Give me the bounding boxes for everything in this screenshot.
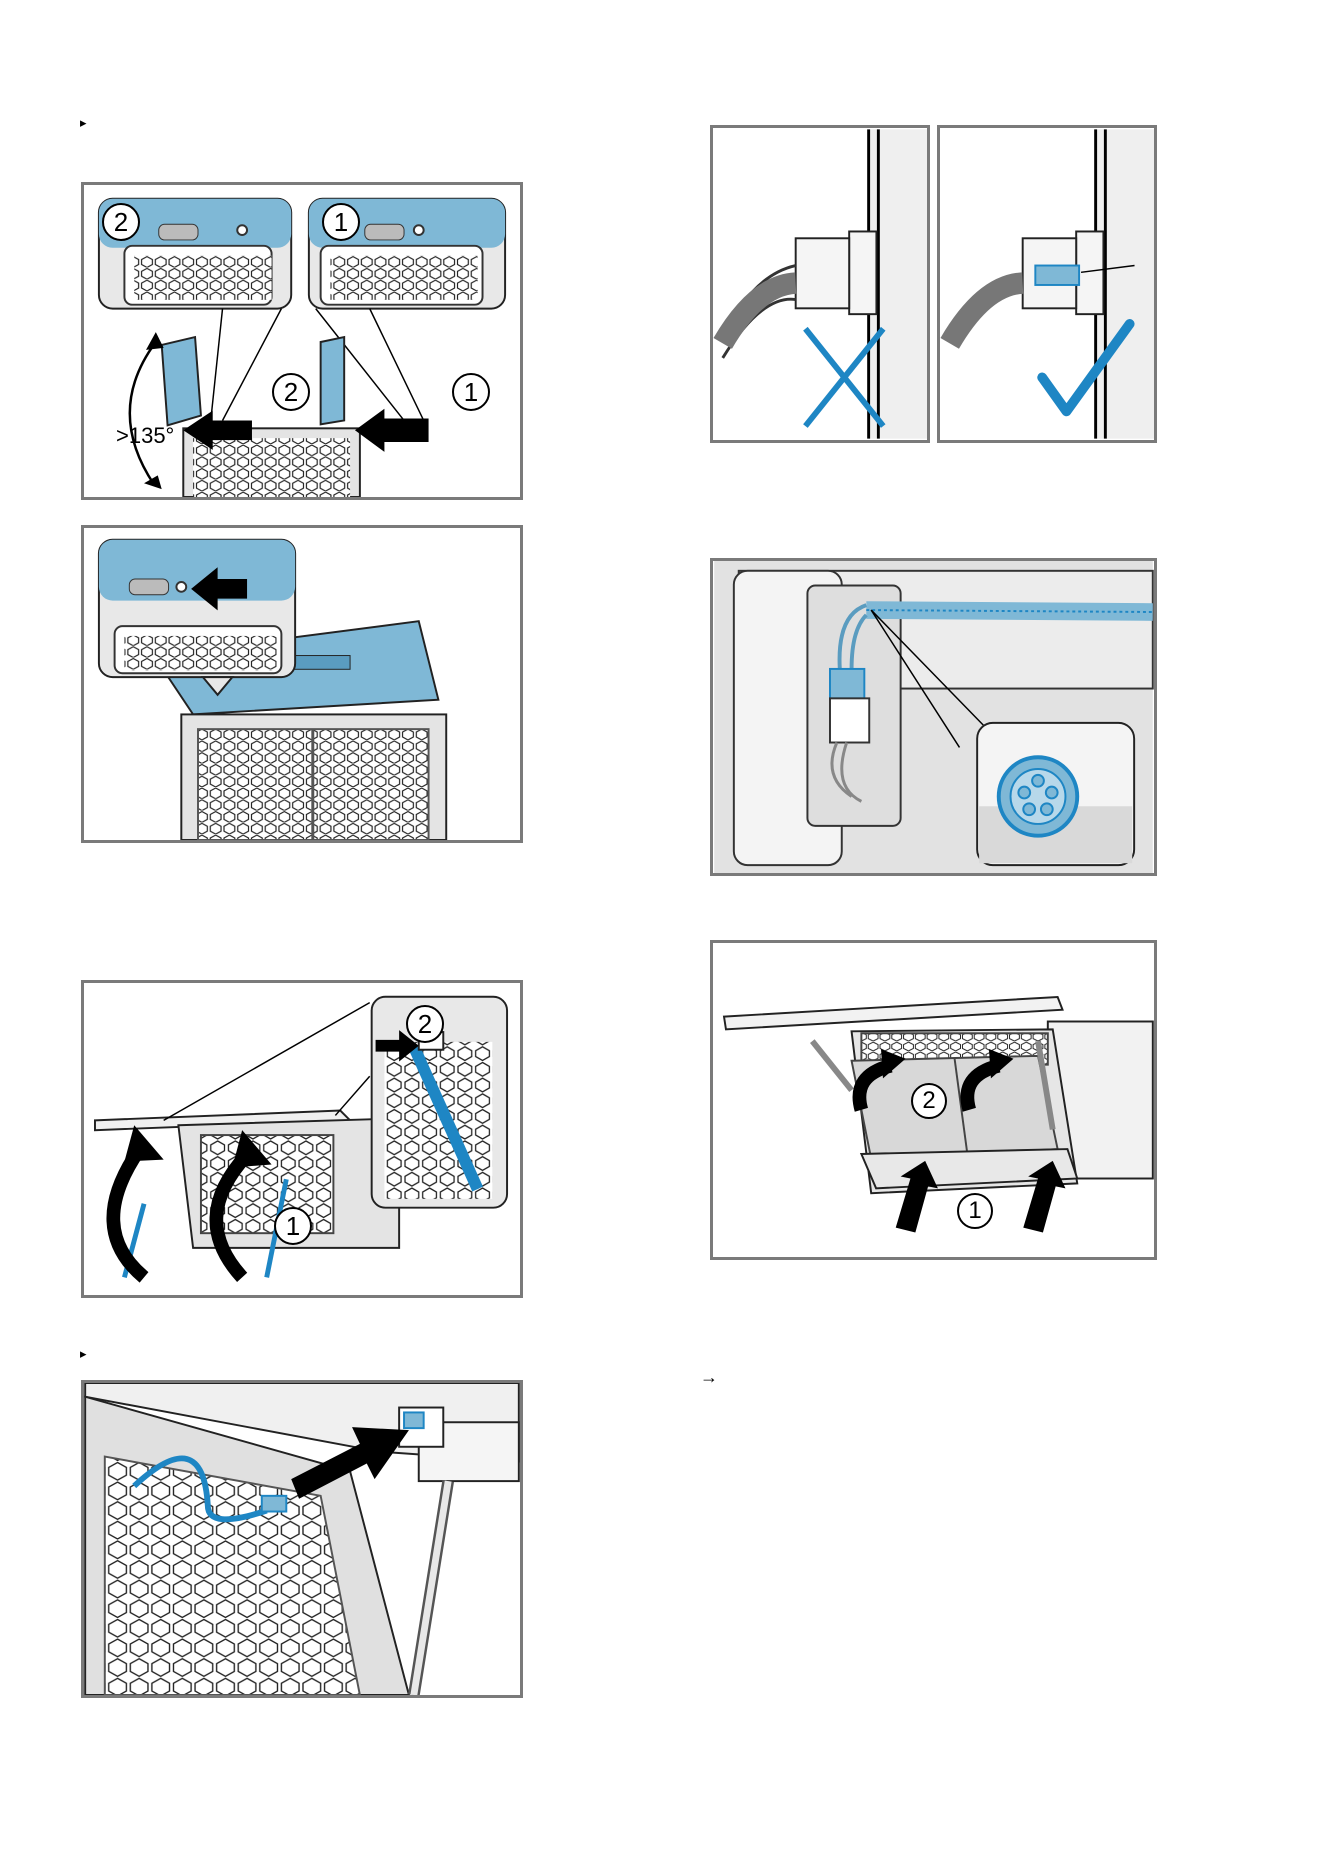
- result-arrow: →: [700, 1368, 718, 1386]
- lift-panel-illustration: [84, 983, 520, 1295]
- callout-number-1: 1: [322, 203, 360, 241]
- figure-open-panel: 2 1 2 1 >135°: [81, 182, 523, 500]
- figure-insert-filter: 2 1: [710, 940, 1157, 1260]
- step-number-1: 1: [957, 1193, 993, 1229]
- step-number-2: 2: [406, 1005, 444, 1043]
- figure-lift-panel: 2 1: [81, 980, 523, 1298]
- step-bullet: ▸: [80, 116, 87, 129]
- step-number-2: 2: [272, 373, 310, 411]
- connect-cable-illustration: [84, 1383, 520, 1695]
- cable-duct-illustration: [713, 561, 1154, 873]
- connector-right-illustration: [940, 128, 1154, 440]
- step-number-2: 2: [911, 1083, 947, 1119]
- step-number-1: 1: [274, 1207, 312, 1245]
- figure-panel-latch: [81, 525, 523, 843]
- step-number-1: 1: [452, 373, 490, 411]
- figure-connector-wrong: [710, 125, 930, 443]
- figure-connect-cable: [81, 1380, 523, 1698]
- figure-cable-duct: [710, 558, 1157, 876]
- connector-wrong-illustration: [713, 128, 927, 440]
- callout-number-2: 2: [102, 203, 140, 241]
- angle-label: >135°: [116, 423, 174, 449]
- figure-connector-right: [937, 125, 1157, 443]
- step-bullet: ▸: [80, 1347, 87, 1360]
- panel-latch-illustration: [84, 528, 520, 840]
- open-panel-illustration: [84, 185, 520, 497]
